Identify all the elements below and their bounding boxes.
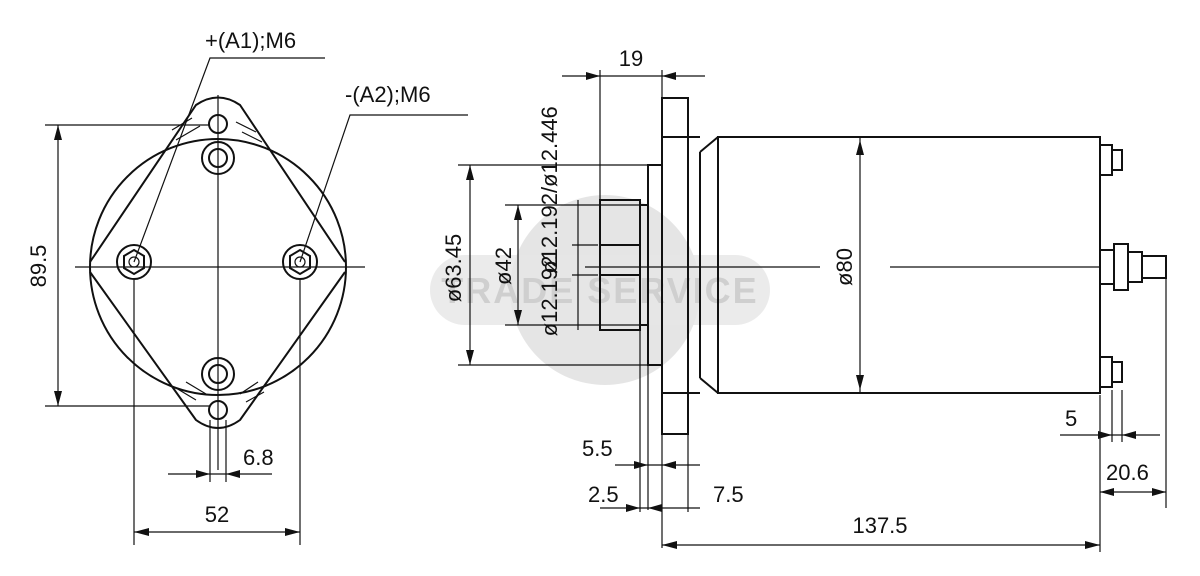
arrow-hole-left <box>196 470 210 478</box>
label-total-length: 137.5 <box>852 513 907 538</box>
label-pilot-dia: ø42 <box>491 247 516 285</box>
arrow-gap-left <box>1098 431 1112 439</box>
label-flange-thick: 5.5 <box>582 436 613 461</box>
arrow-pilot-left <box>586 72 600 80</box>
arrow-thick-left <box>634 461 648 469</box>
arrow-thick-right <box>662 461 676 469</box>
shaft <box>599 199 641 331</box>
terminal-a2-nut <box>282 244 318 280</box>
arrow-gap-right <box>1122 431 1136 439</box>
leader-a1 <box>133 57 325 263</box>
leader-a2 <box>299 114 468 263</box>
label-terminal-a2: -(A2);M6 <box>345 82 431 107</box>
label-terminal-gap: 5 <box>1065 406 1077 431</box>
arrow-total-right <box>1085 541 1100 549</box>
motor-body <box>717 136 1101 394</box>
body-chamfer-top <box>699 136 719 153</box>
arrow-height-top <box>54 125 62 140</box>
arrow-spacer-right <box>648 504 662 512</box>
label-height: 89.5 <box>26 245 51 288</box>
arrow-flange-bottom <box>466 350 474 365</box>
label-terminal-a1: +(A1);M6 <box>205 28 296 53</box>
arrow-pilotdia-bottom <box>514 310 522 325</box>
arrow-total-left <box>662 541 677 549</box>
arrow-term-right <box>1152 488 1166 496</box>
label-terminal-length: 20.6 <box>1106 460 1149 485</box>
label-shaft-dia-2: ø12.192 <box>537 256 562 337</box>
label-shaft-dia-1: ø12.192/ø12.446 <box>537 106 562 274</box>
label-hole-dia: 6.8 <box>243 445 274 470</box>
label-pilot-length: 19 <box>619 46 643 71</box>
arrow-bolt-right <box>285 528 300 536</box>
arrow-pilot-right <box>662 72 676 80</box>
label-body-dia: ø80 <box>832 248 857 286</box>
rear-stud-bottom <box>1099 356 1123 388</box>
body-chamfer-bottom <box>699 377 719 394</box>
flange-hatching <box>171 117 265 403</box>
label-flange-dia: ø63.45 <box>441 234 466 303</box>
arrow-flange-top <box>466 165 474 180</box>
top-nut <box>201 141 235 175</box>
arrow-body-top <box>856 140 864 155</box>
label-bolt-spacing: 52 <box>205 502 229 527</box>
label-offset: 7.5 <box>713 482 744 507</box>
rear-stud-middle <box>1099 243 1167 291</box>
arrow-hole-right <box>226 470 240 478</box>
arrow-height-bottom <box>54 391 62 406</box>
front-view: +(A1);M6 -(A2);M6 89.5 52 6.8 <box>26 28 468 545</box>
arrow-bolt-left <box>134 528 149 536</box>
arrow-term-left <box>1100 488 1114 496</box>
arrow-body-bottom <box>856 375 864 390</box>
arrow-spacer-left <box>626 504 640 512</box>
bottom-nut <box>201 357 235 391</box>
rear-stud-top <box>1099 144 1123 176</box>
top-mount-hole <box>208 114 228 134</box>
arrow-pilotdia-top <box>514 205 522 220</box>
bottom-mount-hole <box>208 400 228 420</box>
terminal-a1-nut <box>116 244 152 280</box>
side-view: ø80 19 ø63.45 ø42 ø12.192/ø12.446 ø12.19… <box>441 46 1167 552</box>
label-spacer: 2.5 <box>588 482 619 507</box>
